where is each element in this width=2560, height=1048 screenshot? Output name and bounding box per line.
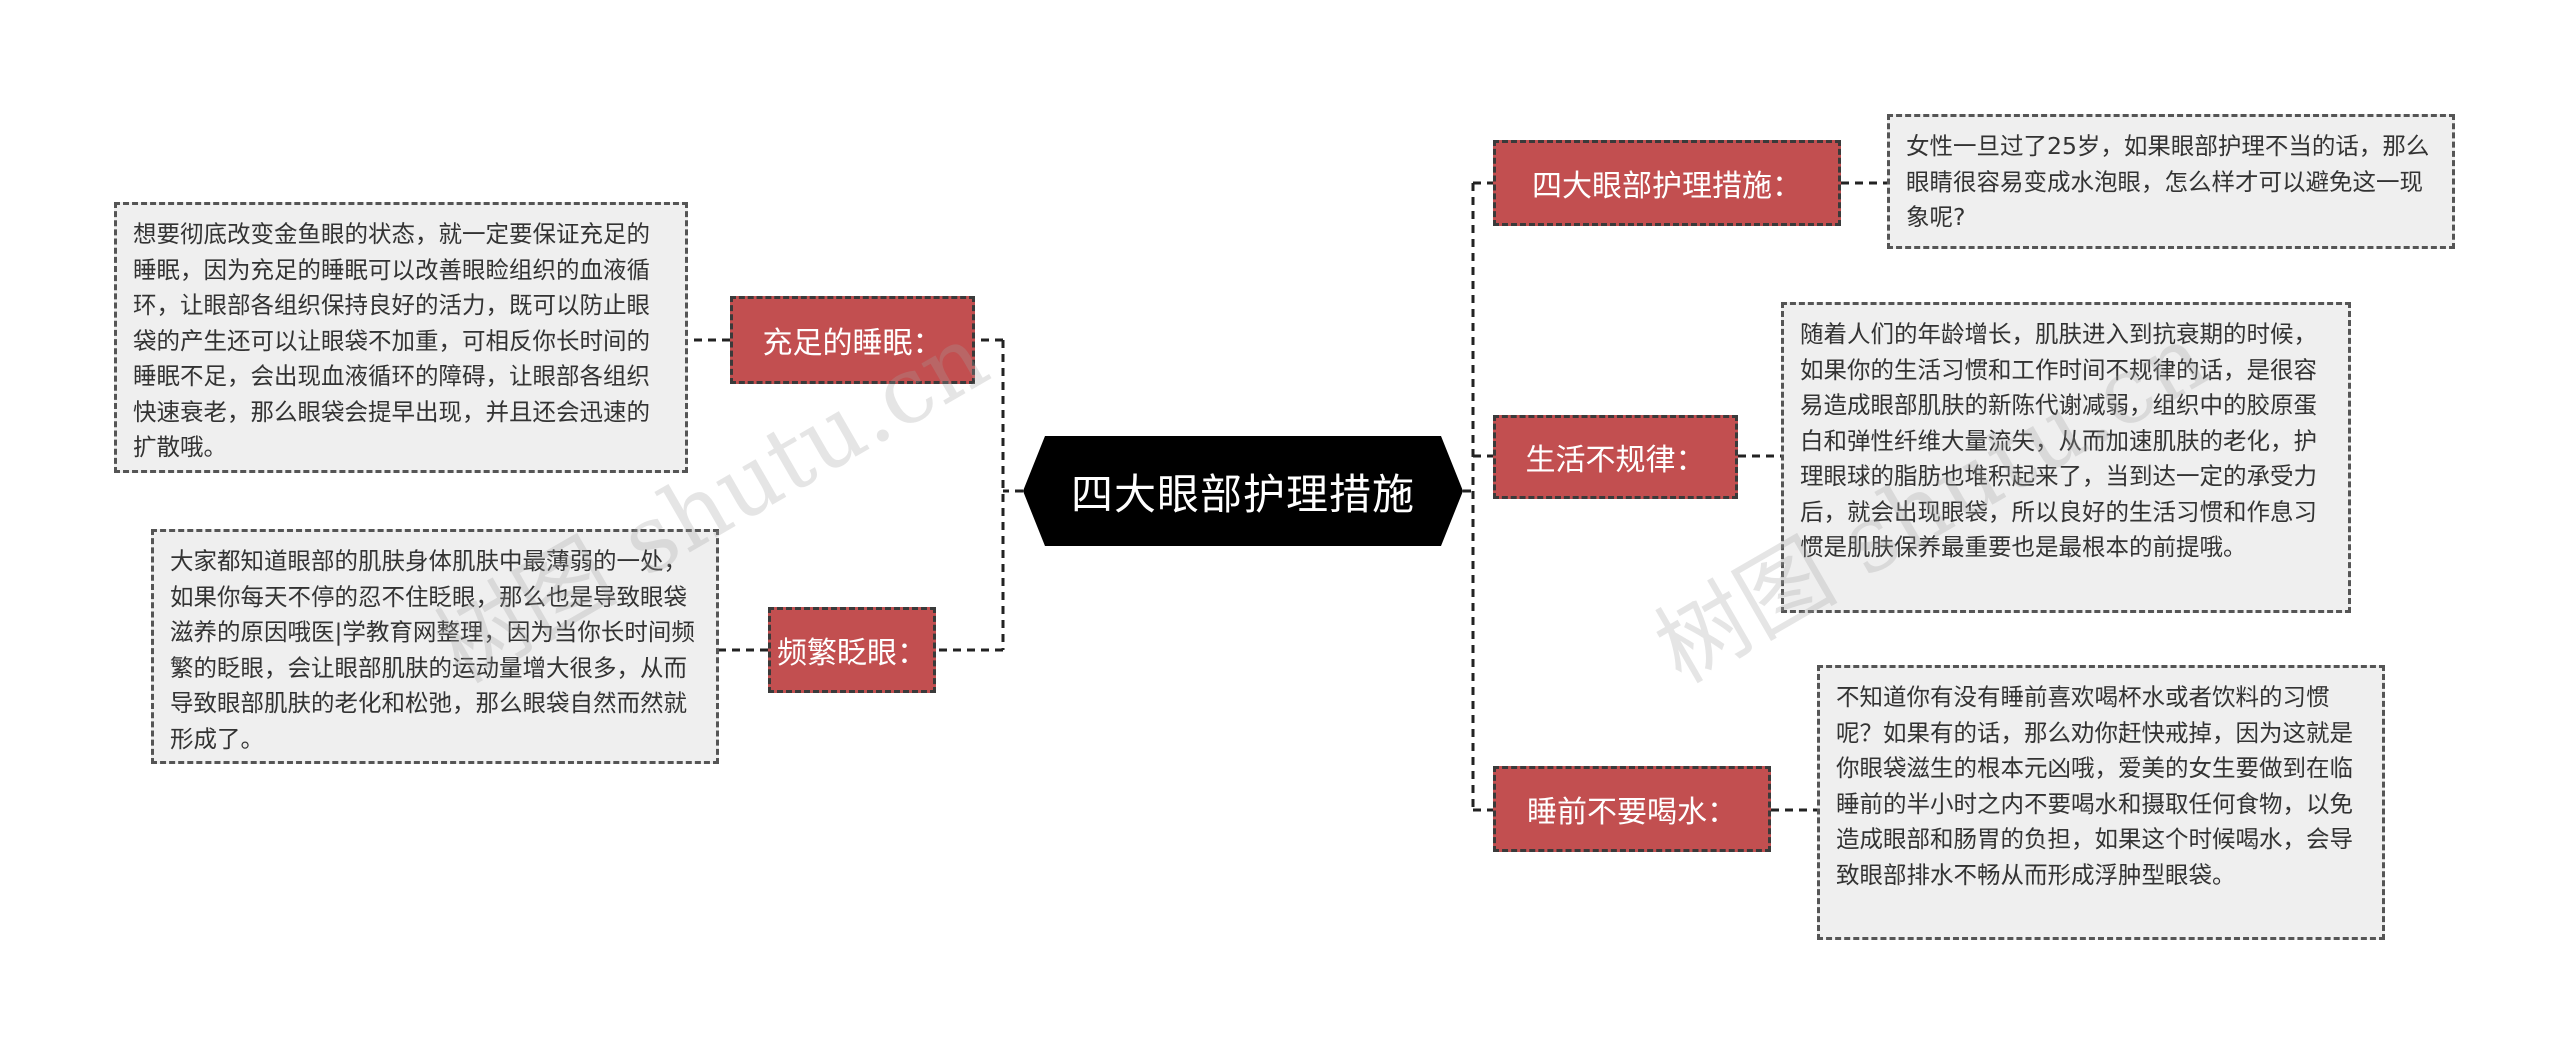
detail-care-measures: 女性一旦过了25岁，如果眼部护理不当的话，那么眼睛很容易变成水泡眼，怎么样才可以… xyxy=(1887,114,2455,249)
topic-irregular-life[interactable]: 生活不规律： xyxy=(1493,415,1738,499)
topic-no-water-before-bed[interactable]: 睡前不要喝水： xyxy=(1493,766,1771,852)
detail-sleep: 想要彻底改变金鱼眼的状态，就一定要保证充足的睡眠，因为充足的睡眠可以改善眼睑组织… xyxy=(114,202,688,473)
connector-left-trunk xyxy=(1001,340,1023,650)
central-topic[interactable]: 四大眼部护理措施 xyxy=(1023,436,1463,546)
detail-no-water-before-bed: 不知道你有没有睡前喜欢喝杯水或者饮料的习惯呢？如果有的话，那么劝你赶快戒掉，因为… xyxy=(1817,665,2385,940)
detail-blink: 大家都知道眼部的肌肤身体肌肤中最薄弱的一处，如果你每天不停的忍不住眨眼，那么也是… xyxy=(151,529,719,764)
connector-right-trunk xyxy=(1463,183,1475,810)
detail-irregular-life: 随着人们的年龄增长，肌肤进入到抗衰期的时候，如果你的生活习惯和工作时间不规律的话… xyxy=(1781,302,2351,613)
topic-sleep[interactable]: 充足的睡眠： xyxy=(730,296,975,384)
topic-blink[interactable]: 频繁眨眼： xyxy=(768,607,936,693)
topic-care-measures[interactable]: 四大眼部护理措施： xyxy=(1493,140,1841,226)
